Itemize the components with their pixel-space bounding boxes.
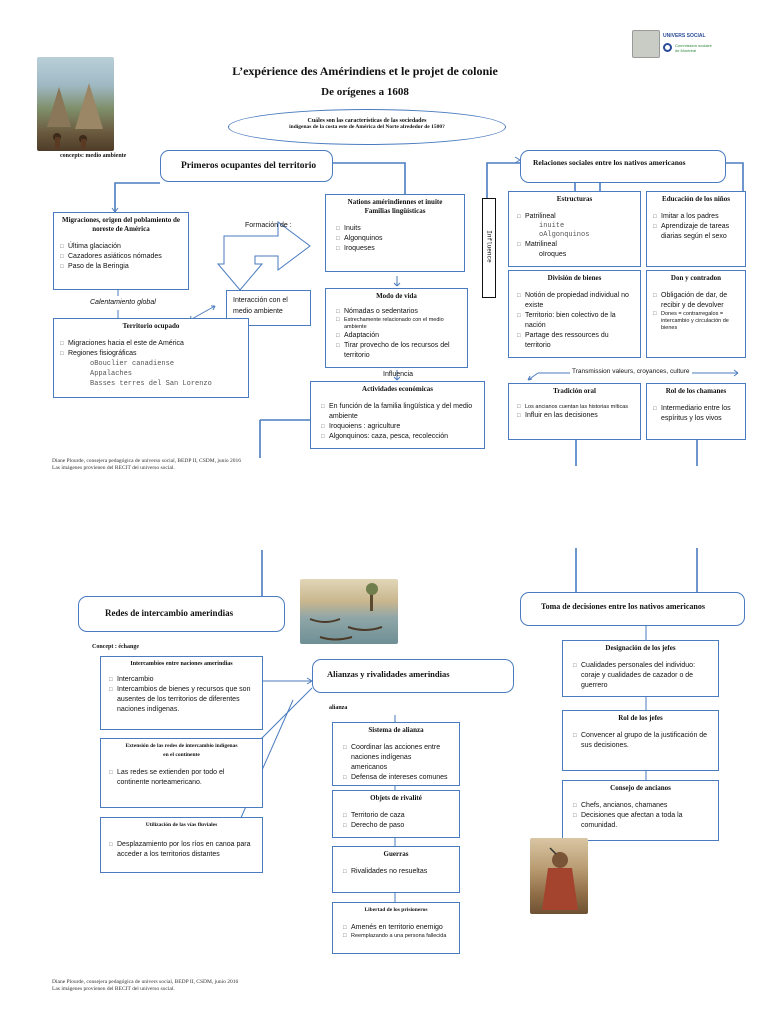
estructuras-box: Estructuras Patrilineal inuite oAlgonqui…	[508, 191, 641, 267]
influencia-label: Influencia	[383, 371, 413, 378]
concept-echange-label: Concept : échange	[92, 644, 139, 650]
alianza-label: alianza	[329, 705, 348, 711]
calentamiento-label: Calentamiento global	[90, 299, 156, 306]
alianzas-box: Alianzas y rivalidades amerindias	[312, 659, 514, 693]
sistema-alianza-box: Sistema de alianza Coordinar las accione…	[332, 722, 460, 786]
transmission-label: Transmission valeurs, croyances, culture	[570, 368, 692, 375]
modo-vida-box: Modo de vida Nómadas o sedentarios Estre…	[325, 288, 468, 368]
page-title: L’expérience des Amérindiens et le proje…	[232, 64, 498, 78]
consejo-ancianos-box: Consejo de ancianos Chefs, ancianos, cha…	[562, 780, 719, 841]
designacion-jefes-box: Designación de los jefes Cualidades pers…	[562, 640, 719, 697]
elder-illustration	[530, 838, 588, 914]
division-bienes-box: División de bienes Notión de propiedad i…	[508, 270, 641, 358]
objets-rivalite-box: Objets de rivalité Territorio de caza De…	[332, 790, 460, 838]
toma-decisiones-box: Toma de decisiones entre los nativos ame…	[520, 592, 745, 626]
libertad-box: Libertad de los prisioneros Amenés en te…	[332, 902, 460, 954]
canoes-illustration	[300, 579, 398, 644]
rol-jefes-box: Rol de los jefes Convencer al grupo de l…	[562, 710, 719, 771]
guerras-box: Guerras Rivalidades no resueltas	[332, 846, 460, 893]
naciones-box: Nations amérindiennes et inuite Familias…	[325, 194, 465, 272]
redes-intercambio-box: Redes de intercambio amerindias	[78, 596, 285, 632]
primeros-ocupantes-box: Primeros ocupantes del territorio	[160, 150, 333, 182]
chamanes-box: Rol de los chamanes Intermediario entre …	[646, 383, 746, 440]
csdm-logo	[632, 30, 660, 58]
credit-bottom: Diane Plourde, consejera pedagógica de u…	[52, 979, 239, 992]
educacion-box: Educación de los niños Imitar a los padr…	[646, 191, 746, 267]
influence-box: Influence	[482, 198, 496, 298]
amerindian-camp-illustration	[37, 57, 114, 151]
key-question: Cuáles son las características de las so…	[228, 109, 506, 145]
interaccion-box: Interacción con el medio ambiente	[226, 290, 311, 326]
formacion-label: Formación de :	[245, 222, 292, 229]
don-contradon-box: Don y contradon Obligación de dar, de re…	[646, 270, 746, 358]
univers-social-logo: UNIVERS SOCIAL Commission scolaire de Mo…	[663, 33, 712, 53]
concepts-label: concepts: medio ambiente	[60, 153, 127, 159]
relaciones-sociales-box: Relaciones sociales entre los nativos am…	[520, 150, 726, 183]
credit-top: Diane Plourde, consejera pedagógica de u…	[52, 458, 242, 471]
utilizacion-box: Utilización de las vías fluviales Despla…	[100, 817, 263, 873]
tradicion-oral-box: Tradición oral Los ancianos cuentan las …	[508, 383, 641, 440]
actividades-box: Actividades económicas En función de la …	[310, 381, 485, 449]
intercambios-box: Intercambios entre naciones amerindias I…	[100, 656, 263, 730]
migraciones-box: Migraciones, origen del poblamiento de n…	[53, 212, 189, 290]
page-subtitle: De orígenes a 1608	[321, 86, 409, 98]
extension-box: Extensión de las redes de intercambio in…	[100, 738, 263, 808]
territorio-box: Territorio ocupado Migraciones hacia el …	[53, 318, 249, 398]
commission-icon	[663, 43, 672, 52]
